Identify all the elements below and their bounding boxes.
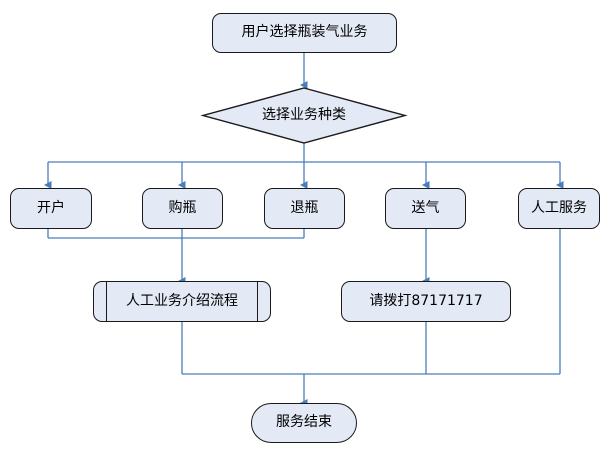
node-start-label: 用户选择瓶装气业务: [241, 24, 368, 41]
node-end-label: 服务结束: [276, 414, 332, 431]
node-call-hotline[interactable]: 请拨打87171717: [341, 281, 511, 322]
node-option-buy-bottle-label: 购瓶: [168, 199, 197, 216]
node-manual-intro-process[interactable]: 人工业务介绍流程: [93, 281, 271, 322]
node-option-open-account[interactable]: 开户: [10, 188, 92, 229]
node-end[interactable]: 服务结束: [251, 403, 357, 443]
node-call-hotline-label: 请拨打87171717: [369, 292, 483, 309]
node-option-deliver-gas-label: 送气: [411, 199, 440, 216]
node-option-return-bottle[interactable]: 退瓶: [264, 188, 345, 229]
node-decision[interactable]: 选择业务种类: [203, 88, 405, 143]
node-manual-intro-process-label: 人工业务介绍流程: [126, 292, 238, 309]
node-option-buy-bottle[interactable]: 购瓶: [142, 188, 223, 229]
node-option-manual-service[interactable]: 人工服务: [518, 188, 600, 229]
node-option-manual-service-label: 人工服务: [531, 199, 587, 216]
node-start[interactable]: 用户选择瓶装气业务: [212, 13, 397, 53]
node-option-return-bottle-label: 退瓶: [290, 199, 319, 216]
node-option-open-account-label: 开户: [37, 199, 65, 216]
node-decision-label: 选择业务种类: [262, 106, 346, 123]
node-option-deliver-gas[interactable]: 送气: [385, 188, 466, 229]
